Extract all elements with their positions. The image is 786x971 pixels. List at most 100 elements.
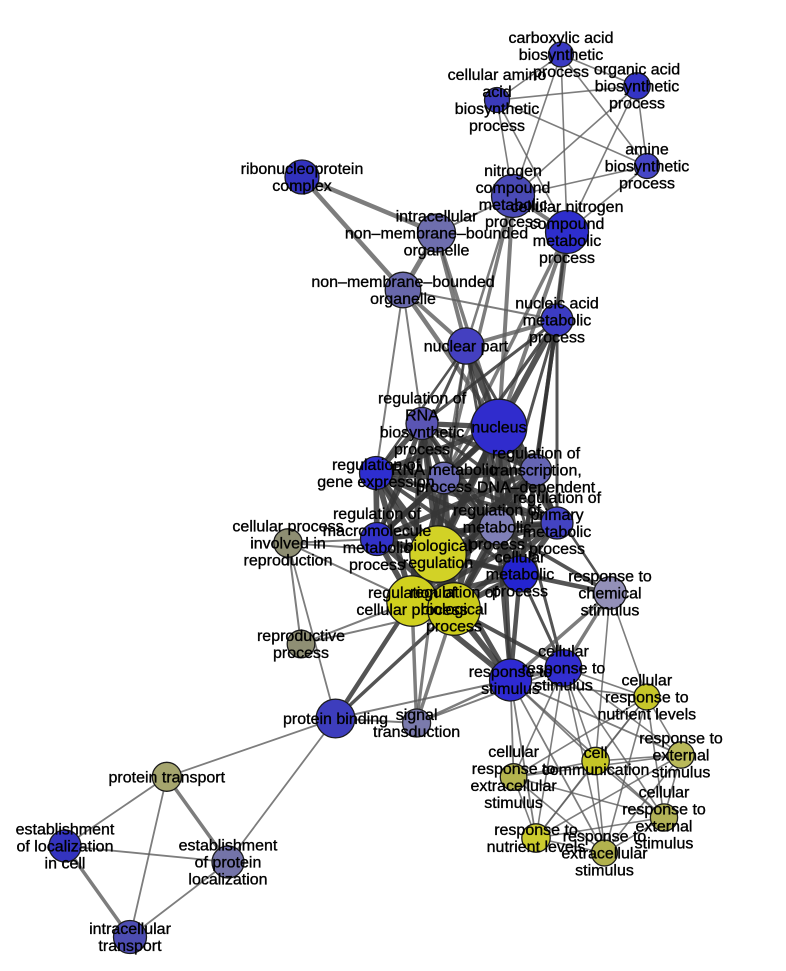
svg-text:regulation of: regulation of — [378, 391, 467, 408]
svg-text:response to: response to — [494, 822, 578, 839]
svg-text:process: process — [619, 176, 675, 193]
svg-text:response to: response to — [469, 664, 553, 681]
svg-text:process: process — [529, 541, 585, 558]
svg-text:regulation of: regulation of — [453, 503, 542, 520]
svg-text:biosynthetic: biosynthetic — [519, 47, 604, 64]
svg-text:localization: localization — [188, 872, 267, 889]
svg-text:regulation of: regulation of — [492, 446, 581, 463]
svg-text:response to: response to — [639, 731, 723, 748]
svg-text:intracellular: intracellular — [396, 209, 478, 226]
svg-text:process: process — [469, 118, 525, 135]
svg-text:organic acid: organic acid — [594, 62, 680, 79]
svg-text:process: process — [273, 645, 329, 662]
svg-text:regulation of: regulation of — [332, 457, 421, 474]
svg-text:primary: primary — [530, 507, 583, 524]
svg-text:protein binding: protein binding — [283, 711, 388, 728]
svg-text:biosynthetic: biosynthetic — [380, 425, 465, 442]
svg-text:cellular amino: cellular amino — [448, 67, 547, 84]
svg-text:process: process — [349, 557, 405, 574]
svg-text:communication: communication — [542, 762, 650, 779]
svg-text:process: process — [492, 584, 548, 601]
svg-text:stimulus: stimulus — [481, 681, 540, 698]
svg-text:complex: complex — [272, 178, 332, 195]
svg-text:of localization: of localization — [17, 839, 114, 856]
svg-text:process: process — [485, 214, 541, 231]
svg-text:acid: acid — [482, 84, 511, 101]
svg-text:process: process — [469, 537, 525, 554]
svg-text:establishment: establishment — [179, 838, 278, 855]
svg-text:of protein: of protein — [195, 855, 262, 872]
svg-text:external: external — [653, 748, 710, 765]
svg-text:metabolic: metabolic — [533, 233, 601, 250]
svg-text:organelle: organelle — [370, 291, 436, 308]
svg-text:process: process — [394, 442, 450, 459]
svg-text:organelle: organelle — [404, 243, 470, 260]
svg-text:external: external — [636, 819, 693, 836]
svg-text:biosynthetic: biosynthetic — [455, 101, 540, 118]
svg-text:nucleus: nucleus — [471, 420, 526, 437]
svg-text:response to: response to — [522, 661, 606, 678]
svg-text:response to: response to — [568, 569, 652, 586]
svg-text:process: process — [533, 64, 589, 81]
svg-text:DNA–dependent: DNA–dependent — [477, 480, 596, 497]
svg-text:metabolic: metabolic — [463, 520, 531, 537]
svg-text:process: process — [539, 250, 595, 267]
svg-text:response to: response to — [622, 802, 706, 819]
svg-text:nitrogen: nitrogen — [484, 163, 542, 180]
svg-text:chemical: chemical — [578, 586, 641, 603]
svg-text:cellular: cellular — [538, 644, 589, 661]
svg-text:biological: biological — [421, 602, 488, 619]
svg-text:regulation: regulation — [403, 555, 473, 572]
svg-text:reproductive: reproductive — [257, 628, 345, 645]
svg-text:stimulus: stimulus — [484, 795, 543, 812]
svg-text:stimulus: stimulus — [652, 765, 711, 782]
svg-text:RNA metabolic: RNA metabolic — [391, 462, 497, 479]
svg-text:stimulus: stimulus — [534, 678, 593, 695]
svg-text:transcription,: transcription, — [490, 463, 582, 480]
svg-text:extracellular: extracellular — [561, 846, 648, 863]
svg-text:macromolecule: macromolecule — [323, 523, 432, 540]
svg-text:cellular: cellular — [639, 785, 690, 802]
svg-text:stimulus: stimulus — [635, 836, 694, 853]
svg-text:cellular process: cellular process — [356, 602, 467, 619]
svg-text:process: process — [416, 479, 472, 496]
svg-text:compound: compound — [530, 216, 605, 233]
svg-text:process: process — [426, 619, 482, 636]
svg-text:response to: response to — [605, 690, 689, 707]
svg-text:process: process — [609, 96, 665, 113]
svg-text:non–membrane–bounded: non–membrane–bounded — [345, 226, 528, 243]
svg-text:regulation of: regulation of — [410, 585, 499, 602]
svg-text:cellular: cellular — [495, 550, 546, 567]
svg-text:RNA: RNA — [405, 408, 439, 425]
svg-text:intracellular: intracellular — [89, 921, 171, 938]
svg-text:ribonucleoprotein: ribonucleoprotein — [241, 161, 364, 178]
svg-text:metabolic: metabolic — [523, 524, 591, 541]
svg-text:protein transport: protein transport — [109, 769, 226, 786]
svg-text:stimulus: stimulus — [575, 863, 634, 880]
svg-text:transport: transport — [98, 938, 162, 955]
svg-text:in cell: in cell — [45, 856, 86, 873]
svg-text:extracellular: extracellular — [470, 778, 557, 795]
svg-text:reproduction: reproduction — [244, 553, 333, 570]
svg-text:cell: cell — [584, 745, 608, 762]
svg-text:compound: compound — [476, 180, 551, 197]
svg-text:signal: signal — [396, 707, 438, 724]
svg-text:metabolic: metabolic — [523, 313, 591, 330]
svg-text:metabolic: metabolic — [343, 540, 411, 557]
svg-text:cellular: cellular — [488, 744, 539, 761]
svg-text:regulation of: regulation of — [368, 585, 457, 602]
svg-text:metabolic: metabolic — [479, 197, 547, 214]
svg-text:regulation of: regulation of — [513, 490, 602, 507]
svg-text:biosynthetic: biosynthetic — [595, 79, 680, 96]
svg-text:process: process — [529, 330, 585, 347]
svg-text:biosynthetic: biosynthetic — [605, 159, 690, 176]
svg-text:biological: biological — [405, 538, 472, 555]
svg-text:gene expression: gene expression — [317, 474, 434, 491]
svg-text:nutrient levels: nutrient levels — [597, 707, 696, 724]
svg-text:nuclear part: nuclear part — [424, 339, 509, 356]
svg-text:nutrient levels: nutrient levels — [487, 839, 586, 856]
svg-text:establishment: establishment — [16, 822, 115, 839]
svg-text:response to: response to — [472, 761, 556, 778]
svg-text:cellular: cellular — [621, 673, 672, 690]
svg-text:amine: amine — [625, 142, 669, 159]
